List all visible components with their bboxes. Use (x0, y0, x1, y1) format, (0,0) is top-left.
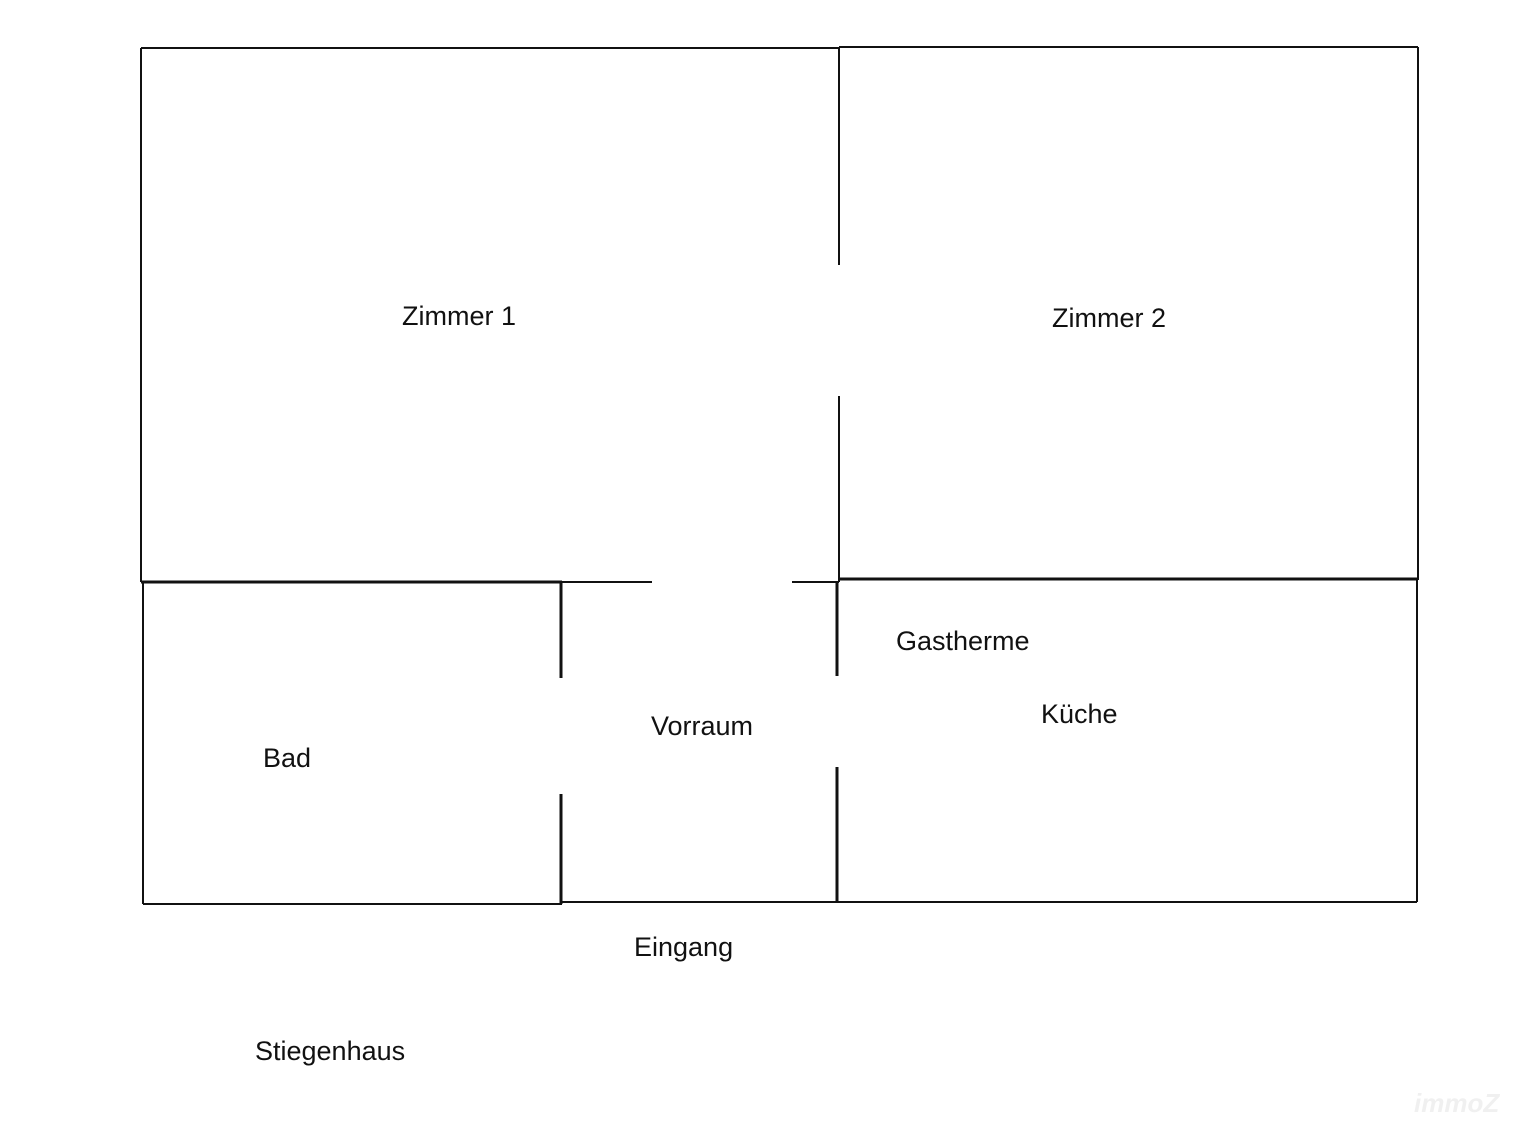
label-stiegenhaus: Stiegenhaus (255, 1036, 405, 1066)
room-label-bad: Bad (263, 743, 311, 773)
room-label-zimmer2: Zimmer 2 (1052, 303, 1166, 333)
label-gastherme: Gastherme (896, 626, 1030, 656)
label-eingang: Eingang (634, 932, 733, 962)
room-label-kueche: Küche (1041, 699, 1118, 729)
watermark-logo: immoZ (1414, 1088, 1500, 1118)
room-labels: Zimmer 1 Zimmer 2 Bad Vorraum Küche (263, 301, 1166, 773)
walls (140, 46, 1419, 905)
room-label-zimmer1: Zimmer 1 (402, 301, 516, 331)
annotations: Gastherme Eingang Stiegenhaus (255, 626, 1030, 1066)
room-label-vorraum: Vorraum (651, 711, 753, 741)
